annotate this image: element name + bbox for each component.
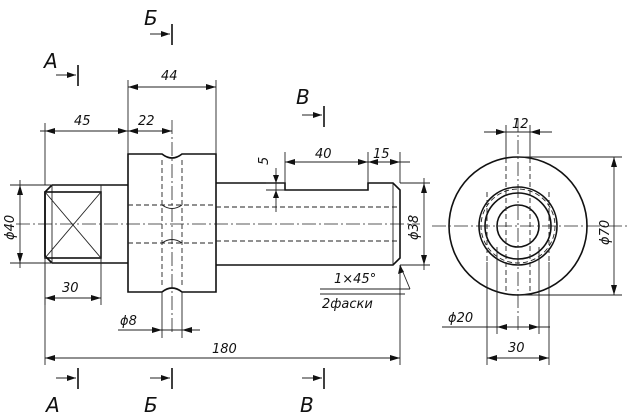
dim-dia38-text: ϕ38 bbox=[407, 215, 422, 240]
label-a-top: А bbox=[42, 49, 58, 73]
section-marker-b-top: Б bbox=[144, 6, 173, 45]
dim-40-text: 40 bbox=[315, 147, 332, 162]
dimension-180: 180 bbox=[44, 263, 401, 365]
shaft-right-section bbox=[216, 182, 401, 266]
dimension-40-15: 40 15 bbox=[284, 147, 410, 183]
dimension-12: 12 bbox=[484, 117, 552, 160]
dimension-dia38: ϕ38 bbox=[400, 178, 430, 270]
dim-30-right-text: 30 bbox=[508, 341, 525, 356]
section-marker-v-bottom: В bbox=[300, 368, 325, 417]
dim-12-text: 12 bbox=[512, 117, 529, 132]
label-a-bottom: А bbox=[44, 393, 60, 417]
section-marker-b-bottom: Б bbox=[144, 368, 173, 417]
dim-180-text: 180 bbox=[212, 342, 237, 357]
label-b-top: Б bbox=[144, 6, 158, 30]
dim-44-text: 44 bbox=[161, 69, 178, 84]
shaft-collar bbox=[127, 153, 217, 293]
dim-dia8-text: ϕ8 bbox=[120, 314, 137, 329]
dimension-dia70: ϕ70 bbox=[518, 156, 622, 296]
chamfer-text: 1×45° bbox=[334, 272, 376, 287]
dim-22-text: 22 bbox=[138, 114, 155, 129]
shaft-front-view bbox=[16, 120, 420, 332]
dimension-dia20: ϕ20 bbox=[442, 247, 550, 334]
chamfer-note-text: 2фаски bbox=[322, 297, 373, 312]
dim-dia70-text: ϕ70 bbox=[598, 220, 613, 245]
circle-38 bbox=[484, 192, 552, 260]
dimension-5: 5 bbox=[257, 157, 285, 212]
dim-dia20-text: ϕ20 bbox=[448, 311, 473, 326]
dim-15-text: 15 bbox=[373, 147, 390, 162]
dim-30-left-text: 30 bbox=[62, 281, 79, 296]
section-marker-a-bottom: А bbox=[44, 368, 79, 417]
hole-20 bbox=[496, 204, 540, 248]
dimension-30-right: 30 bbox=[486, 262, 550, 365]
dimension-30-left: 30 bbox=[44, 258, 102, 305]
dimension-44: 44 bbox=[127, 69, 217, 154]
section-marker-v-top: В bbox=[296, 85, 325, 127]
dimension-dia8: ϕ8 bbox=[118, 292, 200, 338]
dim-dia40-text: ϕ40 bbox=[3, 215, 18, 240]
dimension-45-22: 45 22 bbox=[40, 114, 172, 185]
dim-5-text: 5 bbox=[257, 157, 272, 165]
circle-40 bbox=[478, 186, 558, 266]
dim-45-text: 45 bbox=[74, 114, 91, 129]
chamfer-callout: 1×45° 2фаски bbox=[320, 264, 411, 312]
dimension-dia40: ϕ40 bbox=[3, 180, 52, 268]
label-v-bottom: В bbox=[300, 393, 314, 417]
label-b-bottom: Б bbox=[144, 393, 158, 417]
label-v-top: В bbox=[296, 85, 310, 109]
section-marker-a-top: А bbox=[42, 49, 79, 86]
